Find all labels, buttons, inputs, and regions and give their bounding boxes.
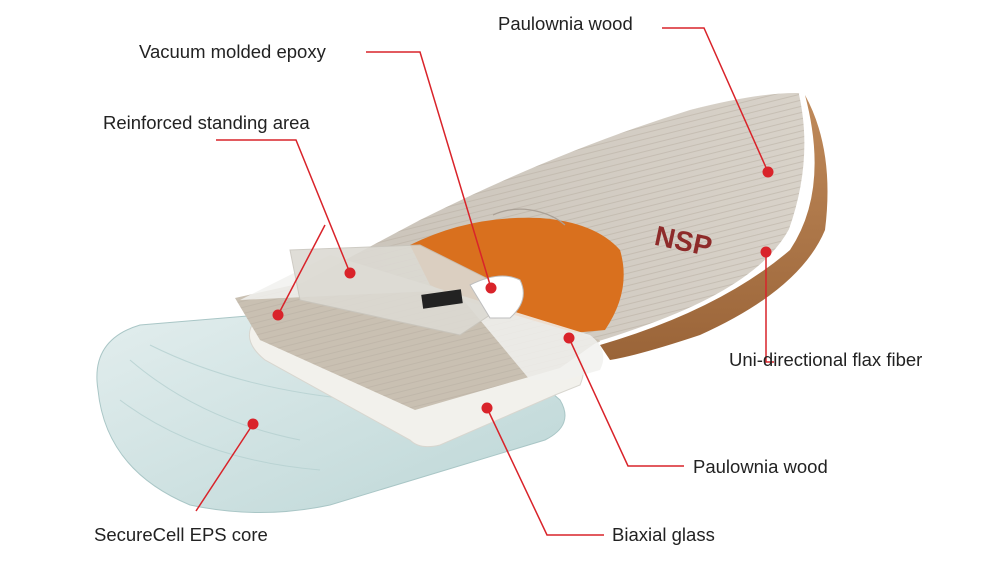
- leader-line-reinforced-2: [277, 224, 326, 316]
- epoxy-peel: [469, 275, 524, 319]
- leader-line-paulownia-mid: [568, 337, 684, 467]
- label-paulownia-top: Paulownia wood: [498, 13, 633, 34]
- marker-dot-paulownia-mid: [563, 332, 575, 344]
- marker-dot-reinforced-1: [344, 267, 356, 279]
- leader-line-biaxial-glass: [486, 407, 604, 536]
- flax-rail: [600, 95, 828, 360]
- marker-dot-eps-core: [247, 418, 259, 430]
- label-paulownia-mid: Paulownia wood: [693, 456, 828, 477]
- marker-dot-biaxial-glass: [481, 402, 493, 414]
- leader-line-eps-core: [195, 423, 254, 512]
- label-reinforced-area: Reinforced standing area: [103, 112, 310, 133]
- leader-line-vacuum-epoxy: [366, 51, 492, 289]
- leader-line-flax-fiber: [765, 252, 774, 363]
- leader-line-paulownia-top: [662, 27, 769, 173]
- marker-dot-flax-fiber: [760, 246, 772, 258]
- label-eps-core: SecureCell EPS core: [94, 524, 268, 545]
- marker-dot-paulownia-top: [762, 166, 774, 178]
- marker-dot-vacuum-epoxy: [485, 282, 497, 294]
- marker-dot-reinforced-2: [272, 309, 284, 321]
- orange-patch: [410, 217, 624, 336]
- deck-edge-highlight: [599, 92, 807, 344]
- label-vacuum-epoxy: Vacuum molded epoxy: [139, 41, 326, 62]
- leader-line-reinforced-1: [216, 139, 351, 274]
- brand-script-mark: [492, 208, 566, 226]
- label-flax-fiber: Uni-directional flax fiber: [729, 349, 923, 370]
- label-biaxial-glass: Biaxial glass: [612, 524, 715, 545]
- leash-plug: [421, 289, 463, 309]
